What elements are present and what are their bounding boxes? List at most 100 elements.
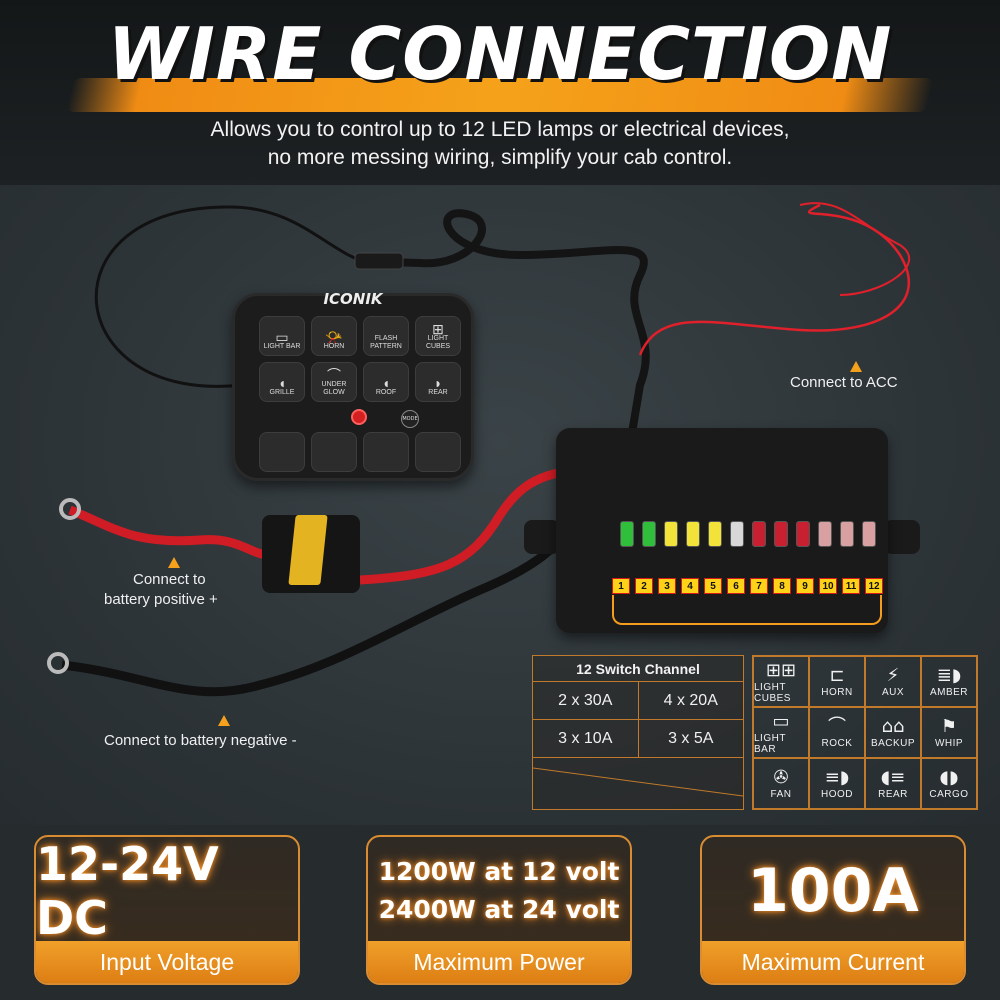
- relay-box: [556, 428, 888, 633]
- negative-label: Connect to battery negative -: [104, 732, 297, 749]
- channel-label: 8: [773, 578, 791, 594]
- rock-icon: ⌒: [828, 716, 846, 737]
- panel-brand-logo: ICONIK: [323, 290, 383, 308]
- table-title: 12 Switch Channel: [533, 656, 743, 682]
- spec-label: Maximum Power: [368, 941, 630, 983]
- aux-icon: ⚡: [886, 665, 900, 686]
- panel-button-grille[interactable]: ◖GRILLE: [259, 362, 305, 402]
- legend-item: ✇FAN: [753, 758, 809, 809]
- breaker-label-plate: [288, 515, 328, 585]
- under-glow-icon: ⌒: [327, 367, 341, 383]
- panel-button-flash-pattern[interactable]: FLASH PATTERN: [363, 316, 409, 356]
- panel-button-horn[interactable]: 📯HORN: [311, 316, 357, 356]
- table-cell: 4 x 20A: [663, 692, 718, 709]
- relay-mount-ear-right: [884, 520, 920, 554]
- subtitle-line-1: Allows you to control up to 12 LED lamps…: [210, 118, 790, 141]
- channel-label: 2: [635, 578, 653, 594]
- fuse-1: [620, 521, 634, 547]
- panel-button-blank-4[interactable]: [415, 432, 461, 472]
- table-cell: 2 x 30A: [533, 682, 639, 719]
- fuse-9: [796, 521, 810, 547]
- switch-panel: ICONIK ▭LIGHT BAR 📯HORN FLASH PATTERN ⊞L…: [232, 290, 474, 481]
- relay-mount-ear-left: [524, 520, 560, 554]
- power-button[interactable]: [351, 409, 367, 425]
- wiring-diagram: ICONIK ▭LIGHT BAR 📯HORN FLASH PATTERN ⊞L…: [0, 185, 1000, 825]
- panel-button-blank-3[interactable]: [363, 432, 409, 472]
- spec-value: 100A: [747, 856, 919, 926]
- panel-button-light-bar[interactable]: ▭LIGHT BAR: [259, 316, 305, 356]
- panel-button-blank-1[interactable]: [259, 432, 305, 472]
- fuse-4: [686, 521, 700, 547]
- channel-label: 12: [865, 578, 883, 594]
- hood-icon: ≡◗: [824, 767, 850, 788]
- subtitle-line-2: no more messing wiring, simplify your ca…: [267, 146, 733, 169]
- legend-item: ▭LIGHT BAR: [753, 707, 809, 758]
- panel-button-rear[interactable]: ◗REAR: [415, 362, 461, 402]
- cargo-icon: ◖◗: [939, 767, 959, 788]
- positive-arrow-icon: [168, 557, 180, 568]
- spec-label: Input Voltage: [36, 941, 298, 983]
- table-row: 3 x 10A 3 x 5A: [533, 720, 743, 758]
- positive-label-line2: battery positive +: [104, 591, 218, 608]
- spec-card-input-voltage: 12-24V DC Input Voltage: [34, 835, 300, 985]
- light-bar-icon: ▭: [772, 710, 790, 732]
- table-cell: 3 x 10A: [533, 720, 639, 757]
- panel-button-under-glow[interactable]: ⌒UNDER GLOW: [311, 362, 357, 402]
- positive-label-line1: Connect to: [133, 571, 206, 588]
- rear-light-icon: ◗: [433, 375, 443, 391]
- spec-cards-section: 12-24V DC Input Voltage 1200W at 12 volt…: [0, 825, 1000, 1000]
- legend-item: ≣◗AMBER: [921, 656, 977, 707]
- whip-icon: ⚑: [940, 716, 958, 737]
- mode-button[interactable]: MODE: [401, 410, 419, 428]
- rear-icon: ◖≡: [880, 767, 906, 788]
- circuit-breaker: [262, 515, 360, 593]
- spec-card-maximum-current: 100A Maximum Current: [700, 835, 966, 985]
- channel-label: 7: [750, 578, 768, 594]
- amber-icon: ≣◗: [936, 665, 962, 686]
- fan-icon: ✇: [773, 767, 789, 788]
- spec-card-maximum-power: 1200W at 12 volt 2400W at 24 volt Maximu…: [366, 835, 632, 985]
- light-cubes-icon: ⊞: [432, 321, 444, 337]
- backup-icon: ⌂⌂: [881, 716, 905, 737]
- light-bar-icon: ▭: [275, 329, 289, 345]
- channel-label: 3: [658, 578, 676, 594]
- roof-light-icon: ◖: [381, 375, 391, 391]
- channel-label: 11: [842, 578, 860, 594]
- table-empty-row: [532, 758, 744, 808]
- panel-button-light-cubes[interactable]: ⊞LIGHT CUBES: [415, 316, 461, 356]
- channel-label: 1: [612, 578, 630, 594]
- table-diagonal-line: [532, 767, 744, 797]
- horn-icon: 📯: [325, 329, 343, 345]
- spec-value: 1200W at 12 volt 2400W at 24 volt: [378, 857, 620, 924]
- acc-label: Connect to ACC: [790, 374, 898, 391]
- fuse-6: [730, 521, 744, 547]
- channel-label: 6: [727, 578, 745, 594]
- legend-item: ⊞⊞LIGHT CUBES: [753, 656, 809, 707]
- legend-item: ⚑WHIP: [921, 707, 977, 758]
- channel-label: 4: [681, 578, 699, 594]
- fuse-11: [840, 521, 854, 547]
- fuse-3: [664, 521, 678, 547]
- header-banner: WIRE CONNECTION Allows you to control up…: [0, 0, 1000, 185]
- panel-button-blank-2[interactable]: [311, 432, 357, 472]
- channel-label: 10: [819, 578, 837, 594]
- legend-item: ⌒ROCK: [809, 707, 865, 758]
- legend-item: ⚡AUX: [865, 656, 921, 707]
- page-title: WIRE CONNECTION: [107, 12, 893, 96]
- grille-light-icon: ◖: [277, 375, 287, 391]
- spec-value: 12-24V DC: [36, 837, 219, 945]
- acc-arrow-icon: [850, 361, 862, 372]
- legend-item: ⊏HORN: [809, 656, 865, 707]
- fuse-2: [642, 521, 656, 547]
- panel-button-roof[interactable]: ◖ROOF: [363, 362, 409, 402]
- legend-item: ◖◗CARGO: [921, 758, 977, 809]
- fuse-5: [708, 521, 722, 547]
- fuse-7: [752, 521, 766, 547]
- fuse-8: [774, 521, 788, 547]
- channel-bracket-callout: [612, 595, 882, 625]
- fuse-10: [818, 521, 832, 547]
- spec-label: Maximum Current: [702, 941, 964, 983]
- legend-item: ≡◗HOOD: [809, 758, 865, 809]
- switch-channel-table: 12 Switch Channel 2 x 30A 4 x 20A 3 x 10…: [532, 655, 744, 810]
- table-cell: 3 x 5A: [668, 730, 714, 747]
